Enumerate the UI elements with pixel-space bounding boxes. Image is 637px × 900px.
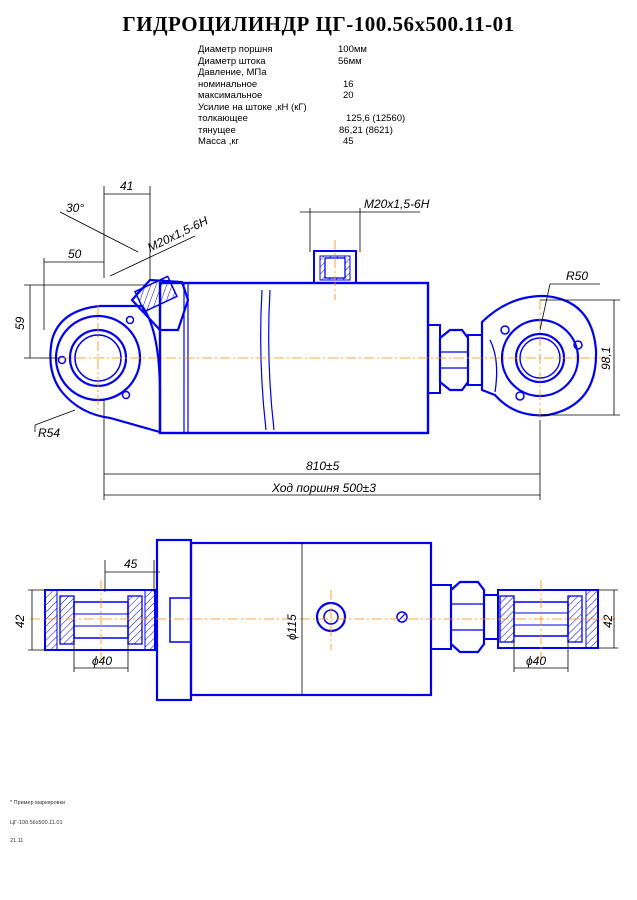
dim-r54: R54 [38, 426, 60, 440]
spec-label: Диаметр поршня [198, 44, 273, 55]
spec-row: Масса ,кг 45 [198, 136, 438, 147]
dim-thread-left: M20x1,5-6H [145, 213, 210, 254]
dim-thread-top: M20x1,5-6H [364, 197, 430, 211]
plan-view-dimensions [28, 543, 618, 695]
dim-115: ϕ115 [285, 614, 299, 640]
end-cap-flange [155, 538, 193, 702]
side-view [49, 250, 598, 435]
spec-value: 20 [343, 90, 354, 101]
spec-row: толкающее 125,6 (12560) [198, 113, 438, 124]
spec-row: тянущее 86,21 (8621) [198, 125, 438, 136]
spec-label: Давление, МПа [198, 67, 267, 78]
spec-value: 125,6 (12560) [346, 113, 406, 124]
rod-nut [438, 328, 470, 392]
dim-stroke: Ход поршня 500±3 [271, 481, 376, 495]
dim-50: 50 [68, 247, 82, 261]
spec-row: максимальное 20 [198, 90, 438, 101]
spec-row: Диаметр штока 56мм [198, 56, 438, 67]
side-view-centerlines [40, 240, 610, 420]
spec-value: 86,21 (8621) [339, 124, 393, 136]
drawing-title: ГИДРОЦИЛИНДР ЦГ-100.56х500.11-01 [122, 12, 515, 36]
spec-row: Усилие на штоке ,кН (кГ) [198, 102, 438, 113]
dim-42-right: 42 [601, 614, 615, 628]
spec-value: 56мм [338, 55, 362, 67]
spec-label: максимальное [198, 90, 263, 101]
plan-view-centerlines [30, 580, 615, 660]
dim-42-left: 42 [13, 614, 27, 628]
dim-41: 41 [120, 179, 133, 193]
dim-45: 45 [124, 557, 138, 571]
dim-angle-30: 30° [66, 201, 84, 215]
spec-label: Усилие на штоке ,кН (кГ) [198, 101, 307, 113]
footer-note: * Пример маркировки [10, 800, 66, 806]
dim-40-left: ϕ40 [92, 654, 112, 668]
spec-label: Масса ,кг [198, 136, 239, 147]
rod-nut-plan [449, 580, 486, 654]
spec-label: номинальное [198, 78, 258, 90]
dim-59: 59 [13, 316, 27, 330]
dim-98: 98,1 [599, 347, 613, 370]
dim-r50: R50 [566, 269, 588, 283]
left-eye-lug [49, 304, 162, 434]
spec-row: номинальное 16 [198, 79, 438, 90]
footer-date: 21.11 [10, 838, 24, 844]
spec-value: 100мм [338, 44, 367, 55]
spec-label: тянущее [198, 124, 236, 136]
spec-row: Давление, МПа [198, 67, 438, 78]
spec-label: толкающее [198, 113, 248, 124]
dim-40-right: ϕ40 [526, 654, 546, 668]
spec-value: 16 [343, 78, 354, 90]
spec-value: 45 [343, 136, 354, 147]
spec-row: Диаметр поршня 100мм [198, 44, 438, 55]
side-view-dimensions [24, 186, 620, 500]
right-eye-lug [480, 294, 598, 417]
footer-marking: ЦГ-100.56x500.11.01 [10, 820, 63, 826]
spec-label: Диаметр штока [198, 55, 266, 67]
dim-length: 810±5 [306, 459, 340, 473]
